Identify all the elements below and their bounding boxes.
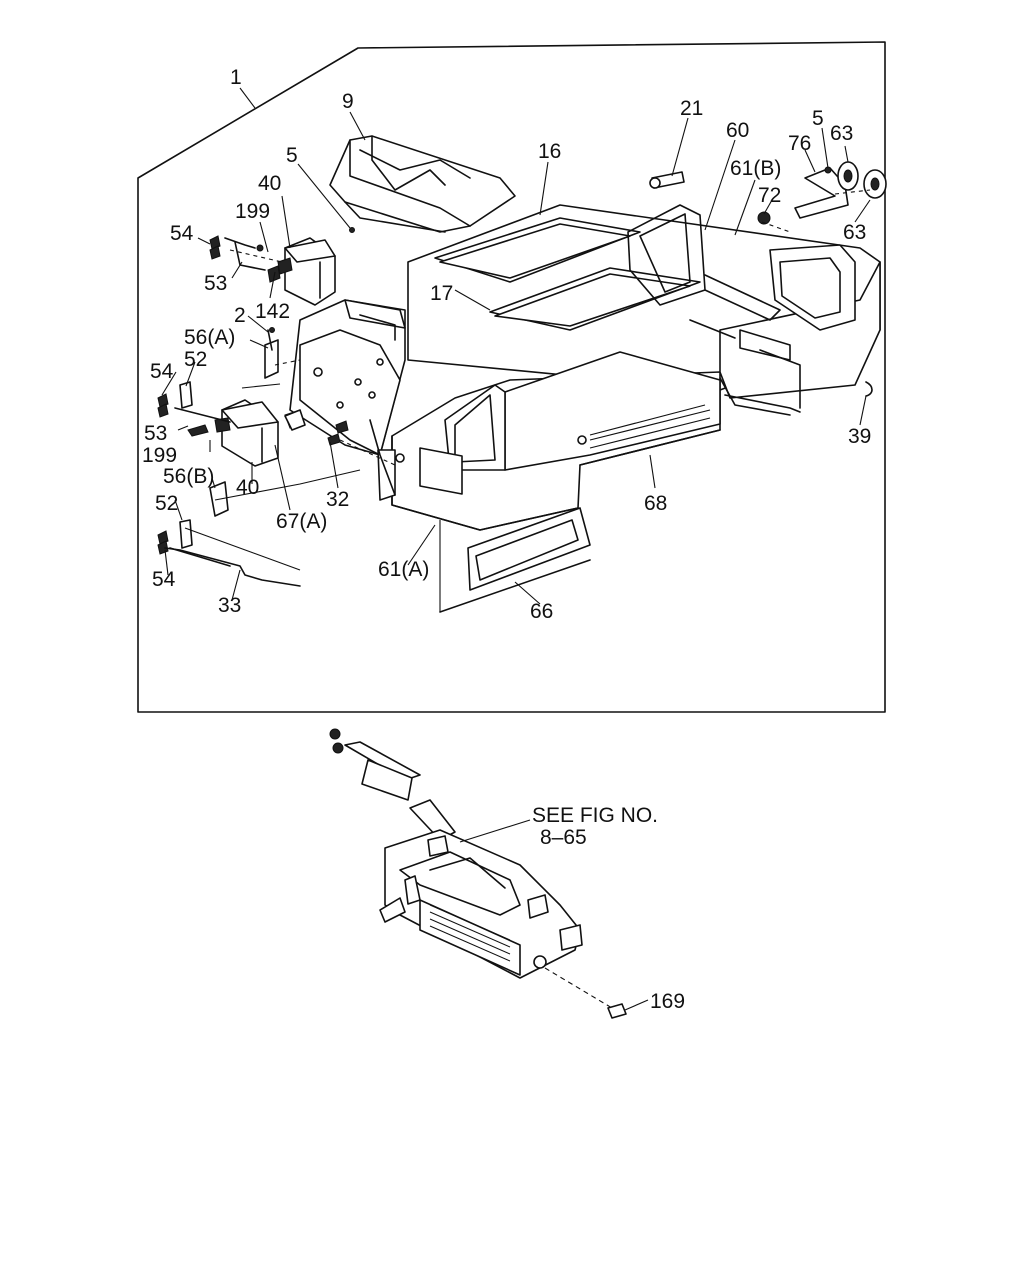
callout-53-top: 53 (204, 272, 227, 295)
callout-5-right: 5 (812, 107, 824, 130)
actuator-upper-part-40 (267, 237, 336, 306)
hardware-fasteners (157, 161, 887, 555)
callout-40-bottom: 40 (236, 476, 259, 499)
callout-40-top: 40 (258, 172, 281, 195)
panel-part-66 (439, 507, 591, 613)
callout-1: 1 (230, 66, 242, 89)
callout-56a: 56(A) (184, 326, 235, 349)
callout-63-bottom: 63 (843, 221, 866, 244)
callout-63-top: 63 (830, 122, 853, 145)
callout-17: 17 (430, 282, 453, 305)
callout-53-mid: 53 (144, 422, 167, 445)
callout-72: 72 (758, 184, 781, 207)
callout-5-left: 5 (286, 144, 298, 167)
callout-54-bottom: 54 (152, 568, 176, 591)
callout-199-top: 199 (235, 200, 270, 223)
callout-labels: 1 9 16 21 60 61(B) 72 76 5 63 63 5 40 19… (142, 66, 871, 1013)
left-side-plate (289, 299, 406, 501)
callout-2: 2 (234, 304, 246, 327)
guide-lines (214, 189, 871, 612)
callout-60: 60 (726, 119, 749, 142)
callout-68: 68 (644, 492, 667, 515)
callout-61b: 61(B) (730, 157, 781, 180)
callout-67a: 67(A) (276, 510, 327, 533)
heater-unit-housing (391, 204, 881, 531)
callout-21: 21 (680, 97, 703, 120)
assembly-boundary (137, 41, 886, 713)
reference-note-line1: SEE FIG NO. (532, 804, 658, 827)
callout-54-mid: 54 (150, 360, 174, 383)
linkage-rods (164, 377, 791, 587)
callout-66: 66 (530, 600, 553, 623)
control-head-assembly (329, 728, 627, 1019)
callout-169: 169 (650, 990, 685, 1013)
callout-32: 32 (326, 488, 349, 511)
callout-16: 16 (538, 140, 561, 163)
leader-lines (161, 87, 871, 1011)
callout-52-bottom: 52 (155, 492, 178, 515)
callout-61a: 61(A) (378, 558, 429, 581)
callout-39: 39 (848, 425, 871, 448)
callout-33: 33 (218, 594, 241, 617)
cover-part-9 (329, 135, 516, 233)
callout-142: 142 (255, 300, 290, 323)
callout-54-top: 54 (170, 222, 194, 245)
reference-note-line2: 8–65 (540, 826, 587, 849)
callout-9: 9 (342, 90, 354, 113)
callout-56b: 56(B) (163, 465, 214, 488)
callout-199-mid: 199 (142, 444, 177, 467)
callout-52-top: 52 (184, 348, 207, 371)
callout-76: 76 (788, 132, 811, 155)
